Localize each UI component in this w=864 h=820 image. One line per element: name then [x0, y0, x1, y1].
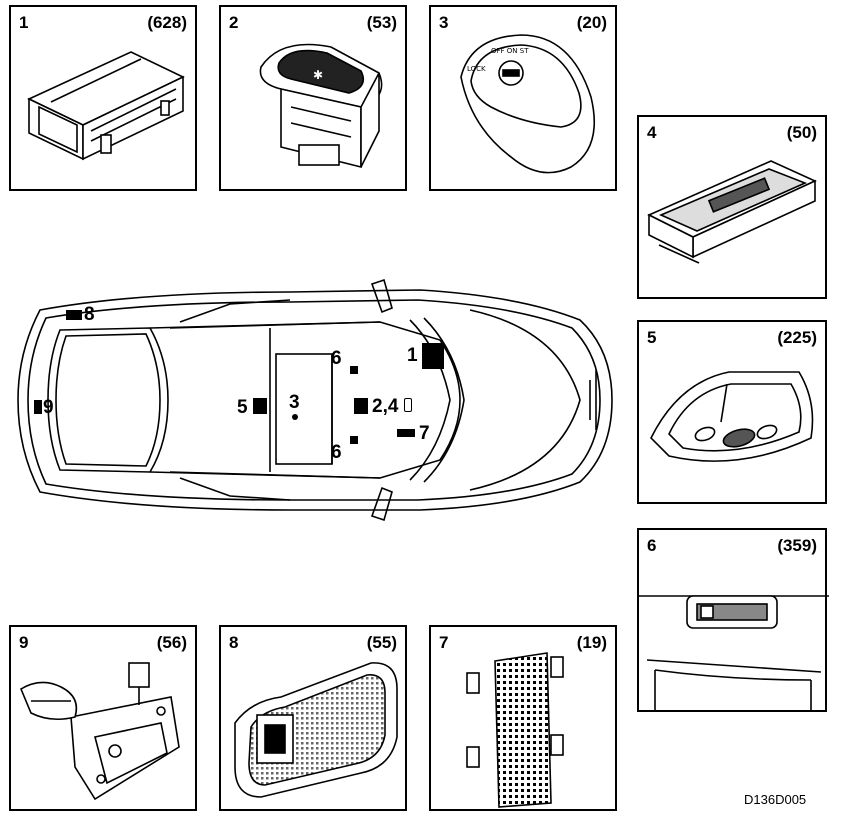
switch-panel-icon: [647, 160, 817, 264]
marker-2-4-outline: [404, 398, 412, 412]
car-label-9: 9: [43, 397, 54, 418]
svg-text:✱: ✱: [313, 68, 323, 82]
marker-1: [422, 343, 444, 369]
car-label-6-bottom: 6: [331, 442, 342, 463]
luggage-lamp-icon: [234, 662, 398, 798]
panel-count: (225): [777, 328, 817, 347]
component-panel-3: 3 (20) OFF ON ST LOCK: [429, 5, 617, 191]
component-panel-1: 1 (628): [9, 5, 197, 191]
marker-6-top: [350, 366, 358, 374]
reading-lamp-icon: [639, 595, 829, 710]
car-label-3: 3: [289, 392, 300, 413]
component-panel-8: 8 (55): [219, 625, 407, 811]
control-module-icon: [27, 51, 185, 161]
panel-number: 7: [439, 633, 449, 652]
lamp-lens-icon: [466, 652, 564, 808]
panel-number: 1: [19, 13, 29, 32]
panel-number: 9: [19, 633, 29, 652]
svg-text:OFF ON ST: OFF ON ST: [491, 47, 529, 55]
car-label-7: 7: [419, 423, 430, 444]
panel-number: 3: [439, 13, 449, 32]
panel-number: 8: [229, 633, 239, 652]
svg-text:LOCK: LOCK: [467, 65, 486, 73]
reference-code: D136D005: [744, 792, 807, 807]
panel-number: 2: [229, 13, 239, 32]
component-panel-2: 2 (53) ✱: [219, 5, 407, 191]
panel-number: 5: [647, 328, 657, 347]
panel-count: (628): [147, 13, 187, 32]
panel-count: (50): [786, 123, 817, 142]
panel-count: (55): [366, 633, 397, 652]
car-label-1: 1: [407, 345, 418, 366]
marker-7: [397, 429, 415, 437]
car-label-5: 5: [237, 397, 248, 418]
panel-count: (53): [366, 13, 397, 32]
car-label-2-4: 2,4: [372, 396, 399, 417]
marker-8: [66, 310, 82, 320]
ignition-switch-icon: OFF ON ST LOCK: [460, 34, 596, 174]
marker-2-4: [354, 398, 368, 414]
car-label-8: 8: [84, 304, 95, 325]
component-panel-7: 7 (19): [429, 625, 617, 811]
marker-6-bottom: [350, 436, 358, 444]
rocker-switch-icon: ✱: [259, 43, 383, 169]
panel-number: 6: [647, 536, 657, 555]
component-panel-6: 6 (359): [637, 528, 829, 712]
component-panel-4: 4 (50): [637, 115, 827, 299]
panel-count: (56): [156, 633, 187, 652]
component-panel-9: 9 (56): [9, 625, 197, 811]
panel-number: 4: [647, 123, 657, 142]
component-panel-5: 5 (225): [637, 320, 827, 504]
marker-5: [253, 398, 267, 414]
marker-9: [34, 400, 42, 414]
panel-count: (20): [576, 13, 607, 32]
panel-count: (19): [576, 633, 607, 652]
car-top-view: [17, 278, 613, 522]
marker-3-dot: [292, 414, 298, 420]
tailgate-lock-icon: [19, 662, 180, 801]
panel-count: (359): [777, 536, 817, 555]
car-label-6-top: 6: [331, 348, 342, 369]
front-interior-lamp-icon: [650, 371, 814, 462]
